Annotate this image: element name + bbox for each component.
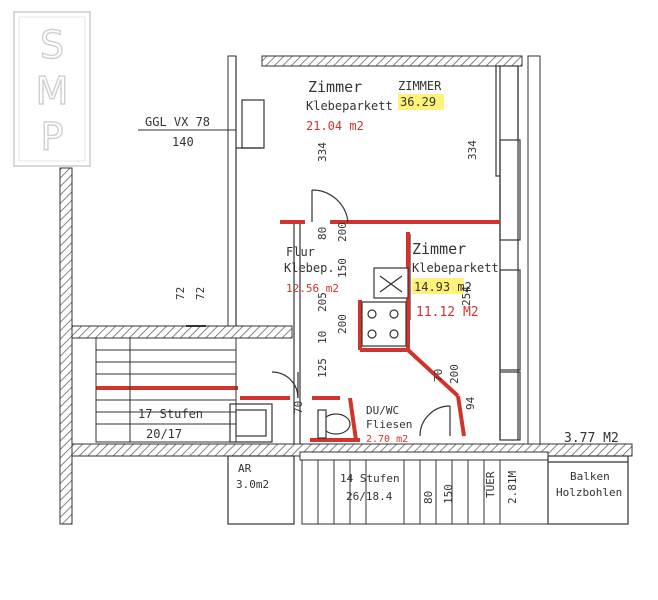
zimmer2-area: 14.93 m2 (414, 280, 472, 294)
bathroom-fixtures (229, 403, 351, 443)
flur-area: 12.56 m2 (286, 282, 339, 295)
kitchen-block (361, 267, 409, 347)
dim-150: 150 (336, 258, 349, 278)
zimmer2-name: Zimmer (412, 240, 466, 258)
dusche-name: DU/WC (366, 404, 399, 417)
dusche-floor: Fliesen (366, 418, 412, 431)
zimmer1-floor: Klebeparkett (306, 99, 393, 113)
dim-334-left: 334 (316, 142, 329, 162)
zimmer2-floor: Klebeparkett (412, 261, 499, 275)
stairs-bottom-name: 14 Stufen (340, 472, 400, 485)
dim-94: 94 (464, 396, 477, 410)
doors (271, 189, 451, 437)
flur-floor: Klebep. (284, 261, 335, 275)
dim-281: 2.81M (506, 471, 519, 504)
window-pillars (241, 65, 521, 441)
dim-200-a: 200 (336, 222, 349, 242)
ar-area: 3.0m2 (236, 478, 269, 491)
dim-80: 80 (316, 227, 329, 240)
outer-walls (59, 55, 633, 525)
zimmer-total-name: ZIMMER (398, 79, 442, 93)
dim-72-b: 72 (194, 287, 207, 300)
stairs-left (95, 337, 237, 443)
dim-70-b: 70 (432, 369, 445, 382)
balkon-name: Balken (570, 470, 610, 483)
dim-72-a: 72 (174, 287, 187, 300)
smp-logo: S M P (13, 11, 91, 167)
dim-tuer: TÜER (484, 471, 497, 498)
ar-room (227, 455, 295, 525)
ggl-label: GGL VX 78 (145, 115, 210, 129)
stairs-bottom (301, 459, 549, 525)
dim-10: 10 (316, 331, 329, 344)
zimmer1-name: Zimmer (308, 78, 362, 96)
dim-80-b: 80 (422, 491, 435, 504)
balcony (547, 455, 629, 525)
dim-334-right: 334 (466, 140, 479, 160)
ggl-sub-label: 140 (172, 135, 194, 149)
highlight-zimmer-total (398, 94, 444, 110)
dusche-area: 2.70 m2 (366, 434, 408, 445)
dim-200-c: 200 (448, 364, 461, 384)
logo-letter-m: M (36, 69, 69, 113)
flur-name: Flur (286, 245, 315, 259)
highlight-zimmer2 (412, 278, 464, 294)
zimmer1-area: 21.04 m2 (306, 119, 364, 133)
stairs-left-name: 17 Stufen (138, 407, 203, 421)
dim-205: 205 (316, 292, 329, 312)
logo-letter-s: S (40, 23, 64, 67)
zimmer-total-area: 36.29 (400, 95, 436, 109)
balkon-area: 3.77 M2 (564, 431, 619, 446)
ar-name: AR (238, 462, 252, 475)
dim-150-b: 150 (442, 484, 455, 504)
dim-125: 125 (316, 358, 329, 378)
logo-letter-p: P (41, 115, 64, 159)
dim-254: 254 (460, 286, 473, 306)
dim-200-b: 200 (336, 314, 349, 334)
stairs-left-ratio: 20/17 (146, 427, 182, 441)
balkon-floor: Holzbohlen (556, 486, 622, 499)
zimmer2-area-alt: 11.12 M2 (416, 305, 479, 320)
stairs-bottom-ratio: 26/18.4 (346, 490, 393, 503)
dim-70-a: 70 (292, 401, 305, 414)
